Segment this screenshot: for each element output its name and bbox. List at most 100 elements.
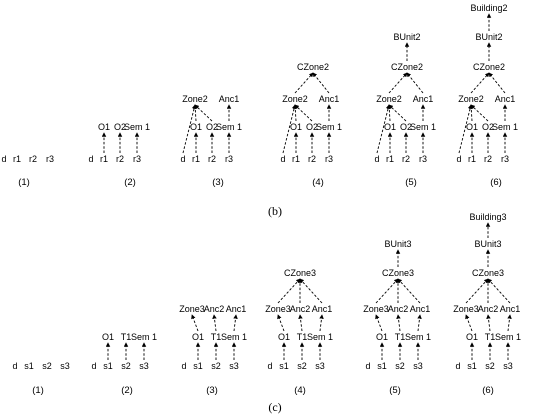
b-node-zone2: Zone2 [282,94,308,104]
c-step-index: (4) [294,385,306,396]
b-node-r3: r3 [46,154,54,164]
b-edge-Anc1-to-CZone2 [406,72,424,94]
c-edge-Zone3-to-CZone3 [375,278,399,304]
c-node-t1: T1 [121,332,132,342]
b-edge-O1-to-Zone2 [468,104,474,122]
b-edge-Zone2-to-CZone2 [470,72,490,94]
c-node-anc1: Anc1 [226,304,247,314]
b-node-sem1: Sem 1 [492,122,518,132]
b-edge-O2-to-Zone2 [388,104,407,122]
c-edge-Sem1-to-Anc1 [417,314,422,332]
b-node-r2: r2 [308,154,316,164]
b-node-r1: r1 [386,154,394,164]
b-node-r1: r1 [13,154,21,164]
b-node-anc1: Anc1 [413,94,434,104]
c-step-index: (2) [121,385,133,396]
b-node-o2: O2 [400,122,412,132]
b-node-r2: r2 [116,154,124,164]
b-node-o2: O2 [482,122,494,132]
c-node-s3: s3 [229,361,239,371]
c-node-t1: T1 [395,332,406,342]
c-node-anc1: Anc1 [500,304,521,314]
c-node-d: d [365,361,370,371]
c-node-bunit3: BUnit3 [474,239,501,249]
panel-c-caption: (c) [268,400,281,414]
c-edge-O1-to-Zone3 [465,314,473,332]
c-node-sem1: Sem 1 [131,332,157,342]
b-edge-Anc1-to-CZone2 [312,72,330,94]
c-node-d: d [267,361,272,371]
b-edge-Zone2-to-CZone2 [294,72,314,94]
b-step-index: (5) [405,177,417,188]
b-node-anc1: Anc1 [319,94,340,104]
c-step-index: (6) [482,385,494,396]
c-node-anc2: Anc2 [204,304,225,314]
c-node-building3: Building3 [469,212,506,222]
c-step-index: (1) [32,385,44,396]
b-node-r3: r3 [225,154,233,164]
c-edge-O1-to-Zone3 [277,314,285,332]
b-node-r1: r1 [468,154,476,164]
b-node-sem1: Sem 1 [124,122,150,132]
c-node-t1: T1 [485,332,496,342]
b-edge-Zone2-to-CZone2 [388,72,408,94]
c-node-zone3: Zone3 [363,304,389,314]
b-edge-Anc1-to-CZone2 [488,72,506,94]
c-node-zone3: Zone3 [265,304,291,314]
b-node-zone2: Zone2 [376,94,402,104]
c-node-anc1: Anc1 [312,304,333,314]
c-edge-Zone3-to-CZone3 [277,278,301,304]
c-node-t1: T1 [297,332,308,342]
c-edge-Anc1-to-CZone3 [487,278,511,304]
c-node-s1: s1 [193,361,203,371]
c-node-czone3: CZone3 [472,268,504,278]
c-node-s2: s2 [211,361,221,371]
c-node-s2: s2 [297,361,307,371]
c-node-d: d [12,361,17,371]
c-node-anc1: Anc1 [410,304,431,314]
c-node-t1: T1 [211,332,222,342]
b-node-o1: O1 [290,122,302,132]
c-node-s3: s3 [503,361,513,371]
b-node-r2: r2 [484,154,492,164]
b-node-o1: O1 [98,122,110,132]
b-edge-O1-to-Zone2 [292,104,298,122]
b-node-sem1: Sem 1 [316,122,342,132]
b-edge-O2-to-Zone2 [194,104,213,122]
b-node-r2: r2 [208,154,216,164]
c-node-s3: s3 [139,361,149,371]
c-edge-O1-to-Zone3 [375,314,383,332]
b-edge-O1-to-Zone2 [386,104,392,122]
c-node-s3: s3 [60,361,70,371]
b-node-zone2: Zone2 [182,94,208,104]
c-node-o1: O1 [102,332,114,342]
b-node-d: d [280,154,285,164]
c-node-o1: O1 [192,332,204,342]
c-edge-Zone3-to-CZone3 [465,278,489,304]
panel-b-caption: (b) [268,204,282,218]
c-edge-Anc1-to-CZone3 [397,278,421,304]
c-node-zone3: Zone3 [453,304,479,314]
c-node-s2: s2 [485,361,495,371]
b-node-sem1: Sem 1 [216,122,242,132]
c-edge-Anc1-to-CZone3 [299,278,323,304]
b-step-index: (3) [212,177,224,188]
b-step-index: (2) [124,177,136,188]
b-node-o1: O1 [384,122,396,132]
c-node-bunit3: BUnit3 [384,239,411,249]
c-node-d: d [455,361,460,371]
c-node-anc2: Anc2 [290,304,311,314]
b-node-o1: O1 [466,122,478,132]
